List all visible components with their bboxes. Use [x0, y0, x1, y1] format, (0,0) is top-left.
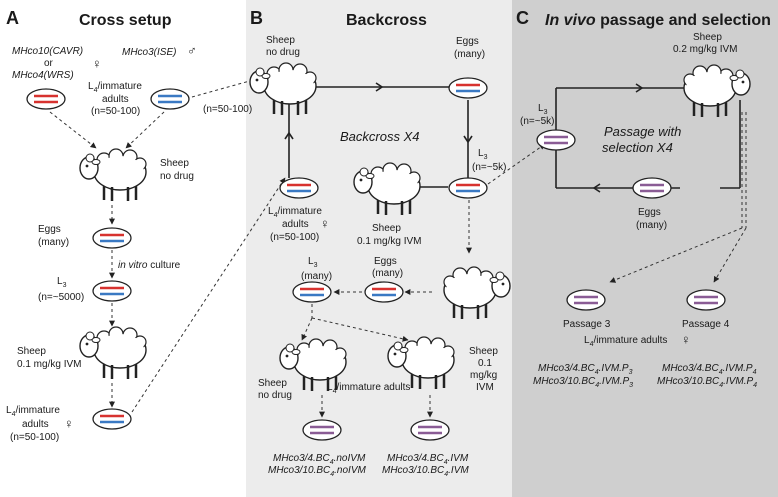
sheep-c-2: 0.2 mg/kg IVM [673, 44, 737, 55]
sheep-b-ivm-4: IVM [476, 382, 494, 393]
passage4-label: Passage 4 [682, 319, 730, 330]
l3-c-ellipse [536, 129, 576, 151]
female-symbol-1: ♀ [92, 56, 102, 71]
passage3-label: Passage 3 [563, 319, 611, 330]
sheep-b-mid-2: 0.1 mg/kg IVM [357, 236, 421, 247]
sheep-b-top-2: no drug [266, 47, 300, 58]
sheep-b-ivm-3: mg/kg [470, 370, 497, 381]
final-l4-ellipse [92, 408, 132, 430]
female-symbol-3: ♀ [320, 216, 330, 231]
p4-line2: MHco3/10.BC4.IVM.P4 [657, 376, 757, 389]
l3-b-label: L3 [478, 148, 488, 161]
eggs-b-top-ellipse [448, 77, 488, 99]
l3-a-n: (n=~5000) [38, 292, 84, 303]
final-n-label: (n=50-100) [10, 432, 59, 443]
panel-b-letter: B [250, 8, 263, 28]
parent-l4-label: L4/immature [88, 81, 142, 94]
l3-c-label: L3 [538, 103, 548, 116]
p3-line2: MHco3/10.BC4.IVM.P3 [533, 376, 633, 389]
sheep-a1-line2: no drug [160, 171, 194, 182]
l4-b-adults: adults [282, 219, 309, 230]
iso-b-nodrug-2: MHco3/10.BC4.noIVM [268, 465, 367, 478]
female-symbol-4: ♀ [681, 332, 691, 347]
panel-a-letter: A [6, 8, 19, 28]
l3-b-low-ellipse [292, 281, 332, 303]
parent2-strain: MHco3(ISE) [122, 47, 176, 58]
sheep-b-ivm-1: Sheep [469, 346, 498, 357]
eggs-a-ellipse [92, 227, 132, 249]
l3-b-low-label: L3 [308, 256, 318, 269]
sheep-b-ivm-2: 0.1 [478, 358, 492, 369]
eggs-b-top-1: Eggs [456, 36, 479, 47]
eggs-b-top-2: (many) [454, 49, 485, 60]
eggs-b-low-ellipse [364, 281, 404, 303]
backcross-x4-label: Backcross X4 [340, 129, 419, 144]
l4-c-label: L4/immature adults [584, 335, 667, 348]
l3-a-label: L3 [57, 276, 67, 289]
eggs-c-ellipse [632, 177, 672, 199]
sheep-a2-line1: Sheep [17, 346, 46, 357]
sheep-a1-line1: Sheep [160, 158, 189, 169]
parent1-strain-1: MHco10(CAVR) [12, 46, 83, 57]
sheep-b-nodrug-2: no drug [258, 390, 292, 401]
sheep-b-top-1: Sheep [266, 35, 295, 46]
final-l4-label: L4/immature [6, 405, 60, 418]
eggs-b-low-2: (many) [372, 268, 403, 279]
iso-b-ivm-ellipse [410, 419, 450, 441]
sheep-b-nodrug-1: Sheep [258, 378, 287, 389]
l3-b-ellipse [448, 177, 488, 199]
panel-a-title: Cross setup [79, 12, 172, 29]
panel-c-letter: C [516, 8, 529, 28]
iso-b-ivm-1: MHco3/4.BC4.IVM [387, 453, 469, 466]
parent1-strain-2: MHco4(WRS) [12, 70, 74, 81]
parent-adults-label: adults [102, 94, 129, 105]
eggs-c-2: (many) [636, 220, 667, 231]
l3-b-low-n: (many) [301, 271, 332, 282]
eggs-c-1: Eggs [638, 207, 661, 218]
l4-b-adults-label: L4/immature adults [327, 382, 410, 395]
male-symbol: ♂ [187, 43, 197, 58]
sheep-c-1: Sheep [693, 32, 722, 43]
l3-b-n: (n=~5k) [472, 162, 506, 173]
l4-b-ellipse [279, 177, 319, 199]
panel-b-title: Backcross [346, 12, 427, 29]
iso-b-nodrug-1: MHco3/4.BC4.noIVM [273, 453, 366, 466]
arrow-n-label: (n=50-100) [203, 104, 252, 115]
l4-b-n: (n=50-100) [270, 232, 319, 243]
passage4-ellipse [686, 289, 726, 311]
panel-c-title: In vivo passage and selection [545, 12, 771, 29]
eggs-b-low-1: Eggs [374, 256, 397, 267]
eggs-a-line1: Eggs [38, 224, 61, 235]
eggs-a-line2: (many) [38, 237, 69, 248]
iso-b-ivm-2: MHco3/10.BC4.IVM [382, 465, 469, 478]
parent2-worm-ellipse [150, 88, 190, 110]
female-symbol-2: ♀ [64, 416, 74, 431]
l3-c-n: (n=~5k) [520, 116, 554, 127]
iso-b-nodrug-ellipse [302, 419, 342, 441]
l3-a-ellipse [92, 280, 132, 302]
parent1-worm-ellipse [26, 88, 66, 110]
sheep-a2-line2: 0.1 mg/kg IVM [17, 359, 81, 370]
p4-line1: MHco3/4.BC4.IVM.P4 [662, 363, 757, 376]
final-adults-label: adults [22, 419, 49, 430]
in-vitro-label: in vitro culture [118, 260, 181, 271]
passage-label-2: selection X4 [602, 140, 673, 155]
p3-line1: MHco3/4.BC4.IVM.P3 [538, 363, 633, 376]
parent1-or: or [44, 58, 54, 69]
sheep-b-mid-1: Sheep [372, 223, 401, 234]
passage3-ellipse [566, 289, 606, 311]
passage-label-1: Passage with [604, 124, 681, 139]
parent-n-label: (n=50-100) [91, 106, 140, 117]
l4-b-label: L4/immature [268, 206, 322, 219]
